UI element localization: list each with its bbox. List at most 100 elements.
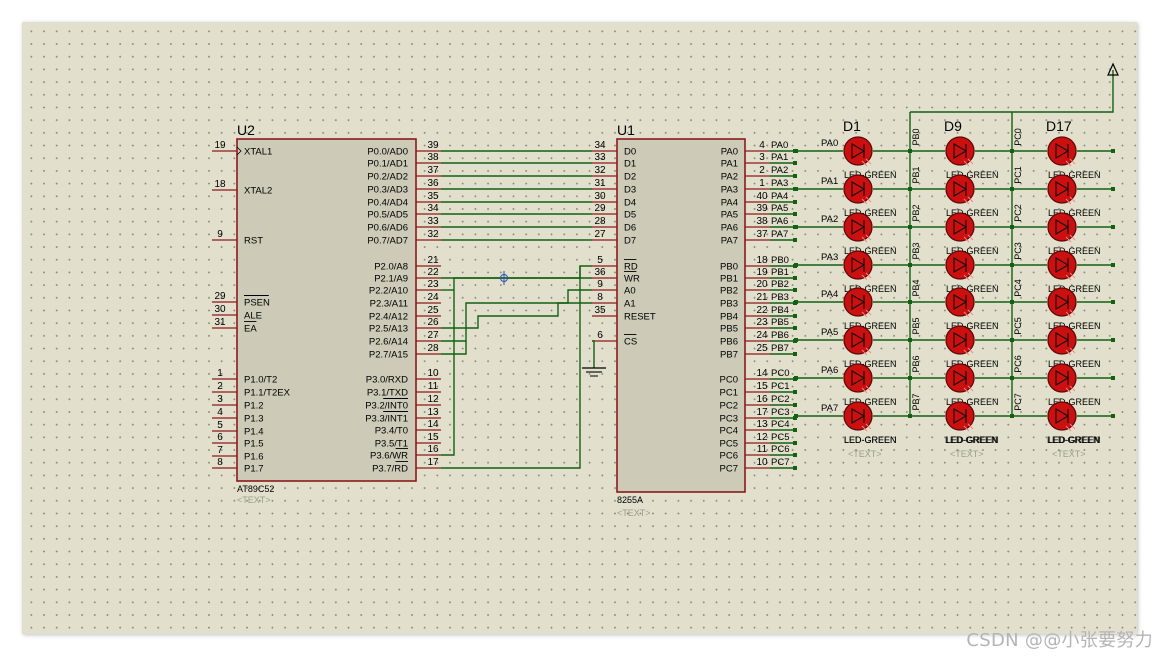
clock-marker [236, 146, 242, 156]
u1-pin-name: PA2 [721, 172, 738, 183]
u1-pin-number: 11 [757, 444, 768, 455]
u1-pin-name: D4 [624, 198, 636, 209]
column-net-label: PB2 [911, 204, 921, 221]
led-light-ray [1065, 236, 1072, 243]
u2-pin-name: XTAL2 [244, 186, 272, 197]
u2-pin-name: P0.3/AD3 [367, 185, 408, 196]
u2-pin-name: P2.4/A12 [369, 312, 408, 323]
led-icon [1047, 363, 1077, 393]
net-terminal [793, 288, 797, 292]
u1-pin-name: PA1 [721, 159, 738, 170]
u1-pin-name: PC5 [720, 439, 738, 450]
wire-rd [441, 266, 581, 469]
led-icon [1047, 325, 1077, 355]
led-light-ray [967, 347, 974, 354]
u2-pin-number: 16 [427, 444, 439, 455]
net-label: PB2 [771, 279, 789, 290]
u2-pin-number: 38 [427, 152, 439, 163]
u2-pin-number: 19 [214, 140, 226, 151]
led-row-net-label: PA7 [821, 403, 838, 414]
column-net-label: PB0 [911, 128, 921, 145]
u2-pin-number: 5 [217, 420, 223, 431]
u1-pin-name: PB2 [720, 286, 738, 297]
led-light-ray [1069, 234, 1076, 241]
u1-pin-name: PA6 [721, 223, 738, 234]
column-net-label: PC0 [1013, 128, 1023, 146]
u2-pin-number: 9 [217, 229, 223, 240]
u1-pin-number: 20 [756, 279, 768, 290]
led-light-ray [865, 158, 872, 165]
u1-pin-number: 5 [597, 255, 603, 266]
u2-pin-number: 11 [428, 381, 439, 392]
led-light-ray [967, 234, 974, 241]
column-net-label: PC5 [1013, 317, 1023, 335]
u2-pin-name: P2.5/A13 [369, 324, 408, 335]
led-part-label: LED-GREEN [844, 397, 897, 407]
net-terminal [793, 276, 797, 280]
led-icon [1047, 174, 1077, 204]
u2-pin-number: 13 [427, 407, 439, 418]
led-row-net-label: PA4 [821, 289, 838, 300]
net-terminal [793, 200, 797, 204]
u1-pin-name: PC1 [720, 388, 738, 399]
u2-pin-name: P1.6 [244, 452, 264, 463]
led-light-ray [963, 160, 970, 167]
u2-pin-name: P1.7 [244, 464, 264, 475]
diode-triangle-icon [1055, 181, 1070, 197]
led-light-ray [865, 272, 872, 279]
led-light-ray [963, 236, 970, 243]
led-row-net-label: PA1 [821, 176, 838, 187]
u1-pin-number: 10 [756, 457, 768, 468]
led-column-ref: D17 [1046, 118, 1072, 134]
u1-pin-number: 28 [594, 216, 606, 227]
net-terminal [793, 212, 797, 216]
junction-dot [1111, 149, 1115, 153]
led-part-label-bottom: LED-GREEN [945, 435, 998, 445]
diode-triangle-icon [851, 143, 866, 159]
u1-pin-name: PB5 [720, 324, 738, 335]
led-light-ray [865, 347, 872, 354]
u1-pin-name: RD [624, 262, 638, 273]
u1-pin-name: PC3 [720, 414, 738, 425]
net-label: PC0 [771, 368, 789, 379]
u1-pin-name: PA4 [721, 198, 738, 209]
led-text-placeholder: <TEXT> [1052, 449, 1086, 459]
u1-pin-number: 12 [756, 432, 768, 443]
net-label: PB6 [771, 330, 789, 341]
led-light-ray [1069, 385, 1076, 392]
diode-triangle-icon [851, 332, 866, 348]
watermark: CSDN @@小张要努力 [966, 630, 1153, 651]
u2-pin-number: 17 [427, 457, 439, 468]
led-light-ray [861, 236, 868, 243]
led-column-ref: D1 [843, 118, 861, 134]
led-light-ray [861, 425, 868, 432]
u2-body [236, 138, 417, 482]
column-net-label: PC1 [1013, 166, 1023, 184]
led-part-label: LED-GREEN [946, 208, 999, 218]
led-icon [1047, 212, 1077, 242]
u2-pin-name: P2.0/A8 [374, 262, 408, 273]
led-light-ray [1065, 198, 1072, 205]
led-light-ray [1069, 347, 1076, 354]
column-net-label: PB6 [911, 355, 921, 372]
net-terminal [793, 352, 797, 356]
diode-triangle-icon [1055, 143, 1070, 159]
led-part-label-bottom: LED-GREEN [1047, 435, 1100, 445]
u2-pin-name: P2.7/A15 [369, 350, 408, 361]
net-terminal [794, 149, 798, 153]
u2-pin-number: 28 [427, 343, 439, 354]
net-terminal [794, 263, 798, 267]
u2-ref: U2 [237, 122, 255, 138]
u2-pin-name: P1.5 [244, 439, 264, 450]
led-light-ray [861, 349, 868, 356]
u1-pin-number: 19 [756, 267, 768, 278]
u2-pin-number: 25 [427, 305, 439, 316]
led-light-ray [963, 311, 970, 318]
led-part-label: LED-GREEN [1048, 246, 1101, 256]
u1-pin-name: PB0 [720, 262, 738, 273]
u2-pin-name: P1.2 [244, 401, 264, 412]
u1-pin-number: 27 [594, 229, 606, 240]
wire-a1 [441, 302, 592, 329]
net-label: PB0 [771, 255, 789, 266]
led-icon [945, 136, 975, 166]
